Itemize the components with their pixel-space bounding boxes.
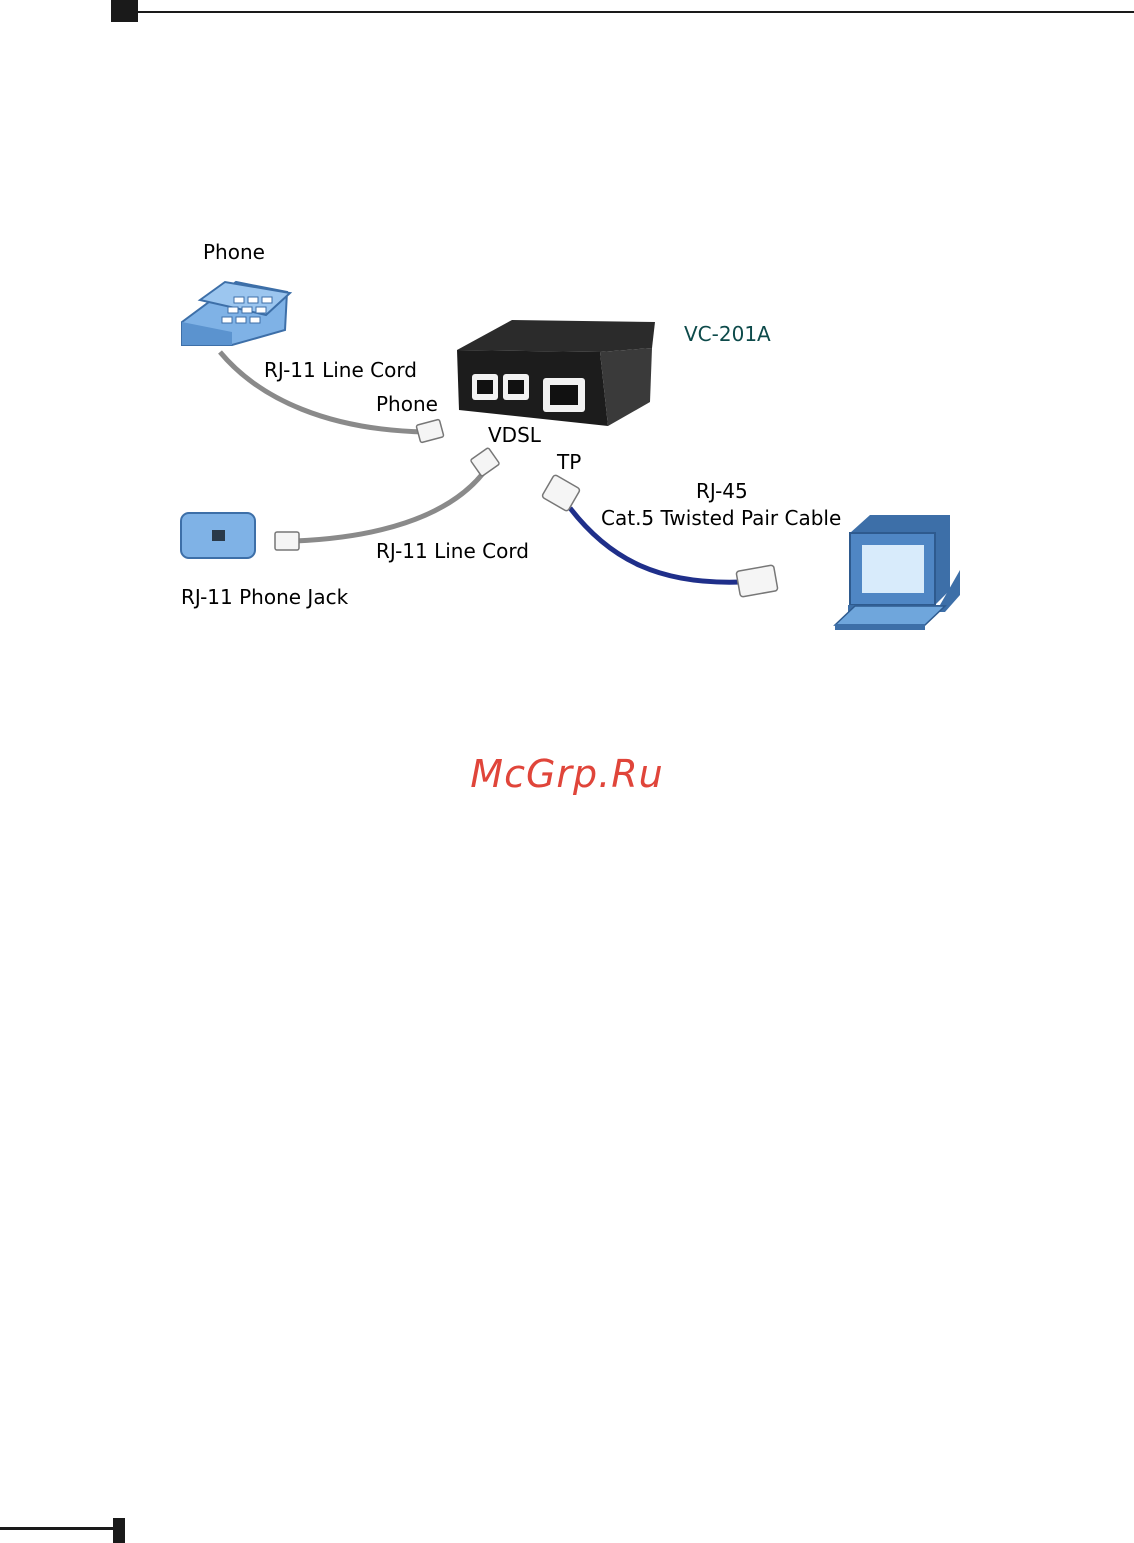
tp-port-label: TP	[556, 450, 581, 474]
line-cord-top-label: RJ-11 Line Cord	[264, 358, 417, 382]
rj45-label: RJ-45	[696, 479, 748, 503]
watermark: McGrp.Ru	[0, 752, 1134, 796]
phone-title-label: Phone	[203, 240, 265, 264]
cat5-cable-label: Cat.5 Twisted Pair Cable	[601, 506, 841, 530]
phone-jack-icon	[181, 513, 255, 558]
phone-jack-label: RJ-11 Phone Jack	[181, 585, 349, 609]
computer-icon	[835, 515, 960, 630]
footer-marker	[113, 1518, 125, 1543]
phone-port-label: Phone	[376, 392, 438, 416]
vdsl-converter-icon	[457, 320, 655, 426]
vdsl-port-label: VDSL	[488, 423, 542, 447]
line-cord-bottom-label: RJ-11 Line Cord	[376, 539, 529, 563]
footer-rule	[0, 1527, 116, 1530]
device-model-label: VC-201A	[684, 322, 771, 346]
telephone-icon	[182, 282, 290, 345]
rj11-line-cord-bottom	[295, 468, 487, 541]
